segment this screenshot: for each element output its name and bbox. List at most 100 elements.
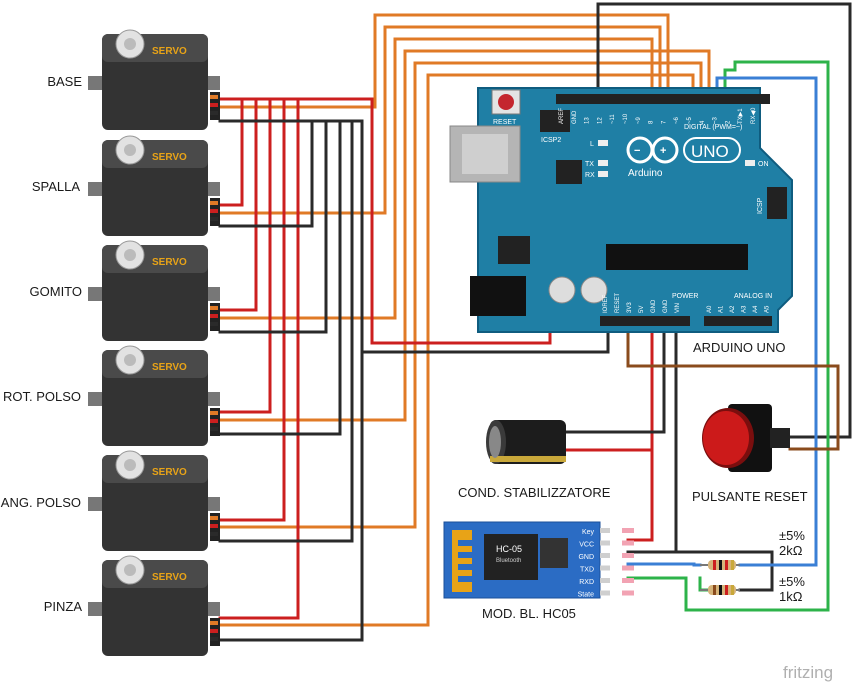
pin-label: 13: [585, 117, 591, 124]
digital-header: [556, 94, 770, 104]
hc05-pin-label: GND: [578, 554, 594, 561]
arduino-caption: ARDUINO UNO: [693, 340, 786, 355]
status-leds: L TX RX ON: [585, 140, 769, 179]
pin-label: ~6: [674, 116, 680, 124]
pin-label: AREF: [559, 108, 565, 124]
svg-text:TX: TX: [585, 161, 594, 168]
hc05-pin-label: RXD: [579, 579, 594, 586]
resistor-1k-value: 1kΩ: [779, 589, 803, 604]
hc05-chip-name: HC-05: [496, 544, 522, 554]
fritzing-watermark: fritzing: [783, 663, 833, 682]
icsp2-header: ICSP2: [540, 110, 570, 144]
pin-label: 7: [661, 120, 667, 124]
pin-label: A0: [707, 305, 713, 313]
icsp-header: ICSP: [757, 187, 787, 219]
analog-header-label: ANALOG IN: [734, 293, 772, 300]
analog-header: [704, 316, 772, 326]
servo-badge: SERVO: [152, 46, 187, 57]
usb-chip: [556, 160, 582, 184]
hc05-pin-label: State: [578, 592, 594, 599]
svg-text:ICSP: ICSP: [757, 197, 764, 214]
resistor-2k-tolerance: ±5%: [779, 528, 805, 543]
arduino-logo: − + Arduino UNO: [626, 136, 741, 179]
stabilizer-capacitor: [486, 420, 566, 464]
servo-motor: SERVO: [88, 29, 220, 130]
power-header: [600, 316, 690, 326]
servo-badge: SERVO: [152, 152, 187, 163]
svg-text:L: L: [590, 141, 594, 148]
digital-pin-labels: AREF GND 13 12 ~11 ~10 ~9 8 7 ~6 ~5 4 ~3 2 TX▶1 RX◀0: [559, 107, 757, 124]
pin-label: TX▶1: [738, 108, 744, 124]
arduino-uno-board: RESET ICSP2 L TX RX ON − + Arduino UNO: [449, 87, 793, 333]
servo-badge: SERVO: [152, 362, 187, 373]
reset-push-button: [702, 404, 790, 472]
resistor-1k-tolerance: ±5%: [779, 574, 805, 589]
pin-label: 5V: [639, 306, 645, 313]
servo-motor: SERVO: [88, 555, 220, 656]
svg-text:ON: ON: [758, 161, 769, 168]
pin-label: 2: [725, 120, 731, 124]
svg-text:ICSP2: ICSP2: [541, 137, 561, 144]
resistor-2k-value: 2kΩ: [779, 543, 803, 558]
svg-text:RX: RX: [585, 172, 595, 179]
pin-label: ~5: [687, 116, 693, 124]
servo-label-ang-polso: ANG. POLSO: [0, 495, 81, 510]
onboard-capacitor-2: [580, 276, 608, 304]
reset-label: RESET: [493, 119, 517, 126]
pin-label: ~11: [610, 114, 616, 124]
wires: [218, 2, 852, 642]
pin-label: VIN: [675, 303, 681, 313]
servo-label-pinza: PINZA: [43, 599, 82, 614]
servo-badge: SERVO: [152, 257, 187, 268]
resistor-2k: [700, 560, 740, 570]
pin-label: 3V3: [627, 302, 633, 313]
resistor-1k: [700, 585, 740, 595]
pin-label: A1: [719, 305, 725, 313]
pin-label: IOREF: [603, 294, 609, 313]
onboard-capacitor-1: [548, 276, 576, 304]
hc05-pin-label: Key: [582, 529, 595, 536]
power-pin-labels: IOREF RESET 3V3 5V GND GND VIN: [603, 293, 681, 313]
servo-motor: SERVO: [88, 240, 220, 341]
atmega-chip: [606, 244, 748, 270]
arduino-brand: Arduino: [628, 168, 663, 179]
pin-label: A2: [730, 305, 736, 313]
digital-header-label: DIGITAL (PWM=~): [684, 124, 742, 131]
reset-wire: [626, 320, 840, 451]
servo-motor: SERVO: [88, 135, 220, 236]
pin-label: GND: [651, 299, 657, 313]
servo-label-rot-polso: ROT. POLSO: [2, 389, 81, 404]
pin-label: ~9: [636, 116, 642, 124]
capacitor-caption: COND. STABILIZZATORE: [458, 485, 611, 500]
pin-label: A3: [742, 305, 748, 313]
pin-label: RX◀0: [751, 107, 757, 124]
pin-label: A4: [753, 305, 759, 313]
bluetooth-caption: MOD. BL. HC05: [482, 606, 576, 621]
servo-group: SERVO SERVO SERVO SERVO SERVO SERVO: [88, 29, 220, 656]
pin-label: 12: [597, 117, 603, 124]
hc05-chip-sub: Bluetooth: [496, 558, 521, 564]
servo-badge: SERVO: [152, 572, 187, 583]
pin-label: RESET: [615, 293, 621, 313]
pin-label: 4: [700, 120, 706, 124]
servo-label-spalla: SPALLA: [31, 179, 80, 194]
pin-label: GND: [663, 299, 669, 313]
pin-label: A5: [765, 305, 771, 313]
voltage-regulator: [498, 236, 530, 264]
svg-text:−: −: [634, 145, 640, 157]
servo-label-gomito: GOMITO: [29, 284, 82, 299]
pin-label: 8: [649, 120, 655, 124]
pin-label: ~3: [713, 116, 719, 124]
servo-badge: SERVO: [152, 467, 187, 478]
pin-label: ~10: [623, 113, 629, 124]
hc05-pin-label: VCC: [579, 542, 594, 549]
pin-label: GND: [572, 110, 578, 124]
hc05-pin-label: TXD: [580, 567, 594, 574]
servo-motor: SERVO: [88, 450, 220, 551]
power-wires: [218, 97, 654, 620]
uno-logo-text: UNO: [691, 142, 729, 161]
svg-text:+: +: [660, 145, 666, 157]
signal-wires: [218, 13, 711, 627]
